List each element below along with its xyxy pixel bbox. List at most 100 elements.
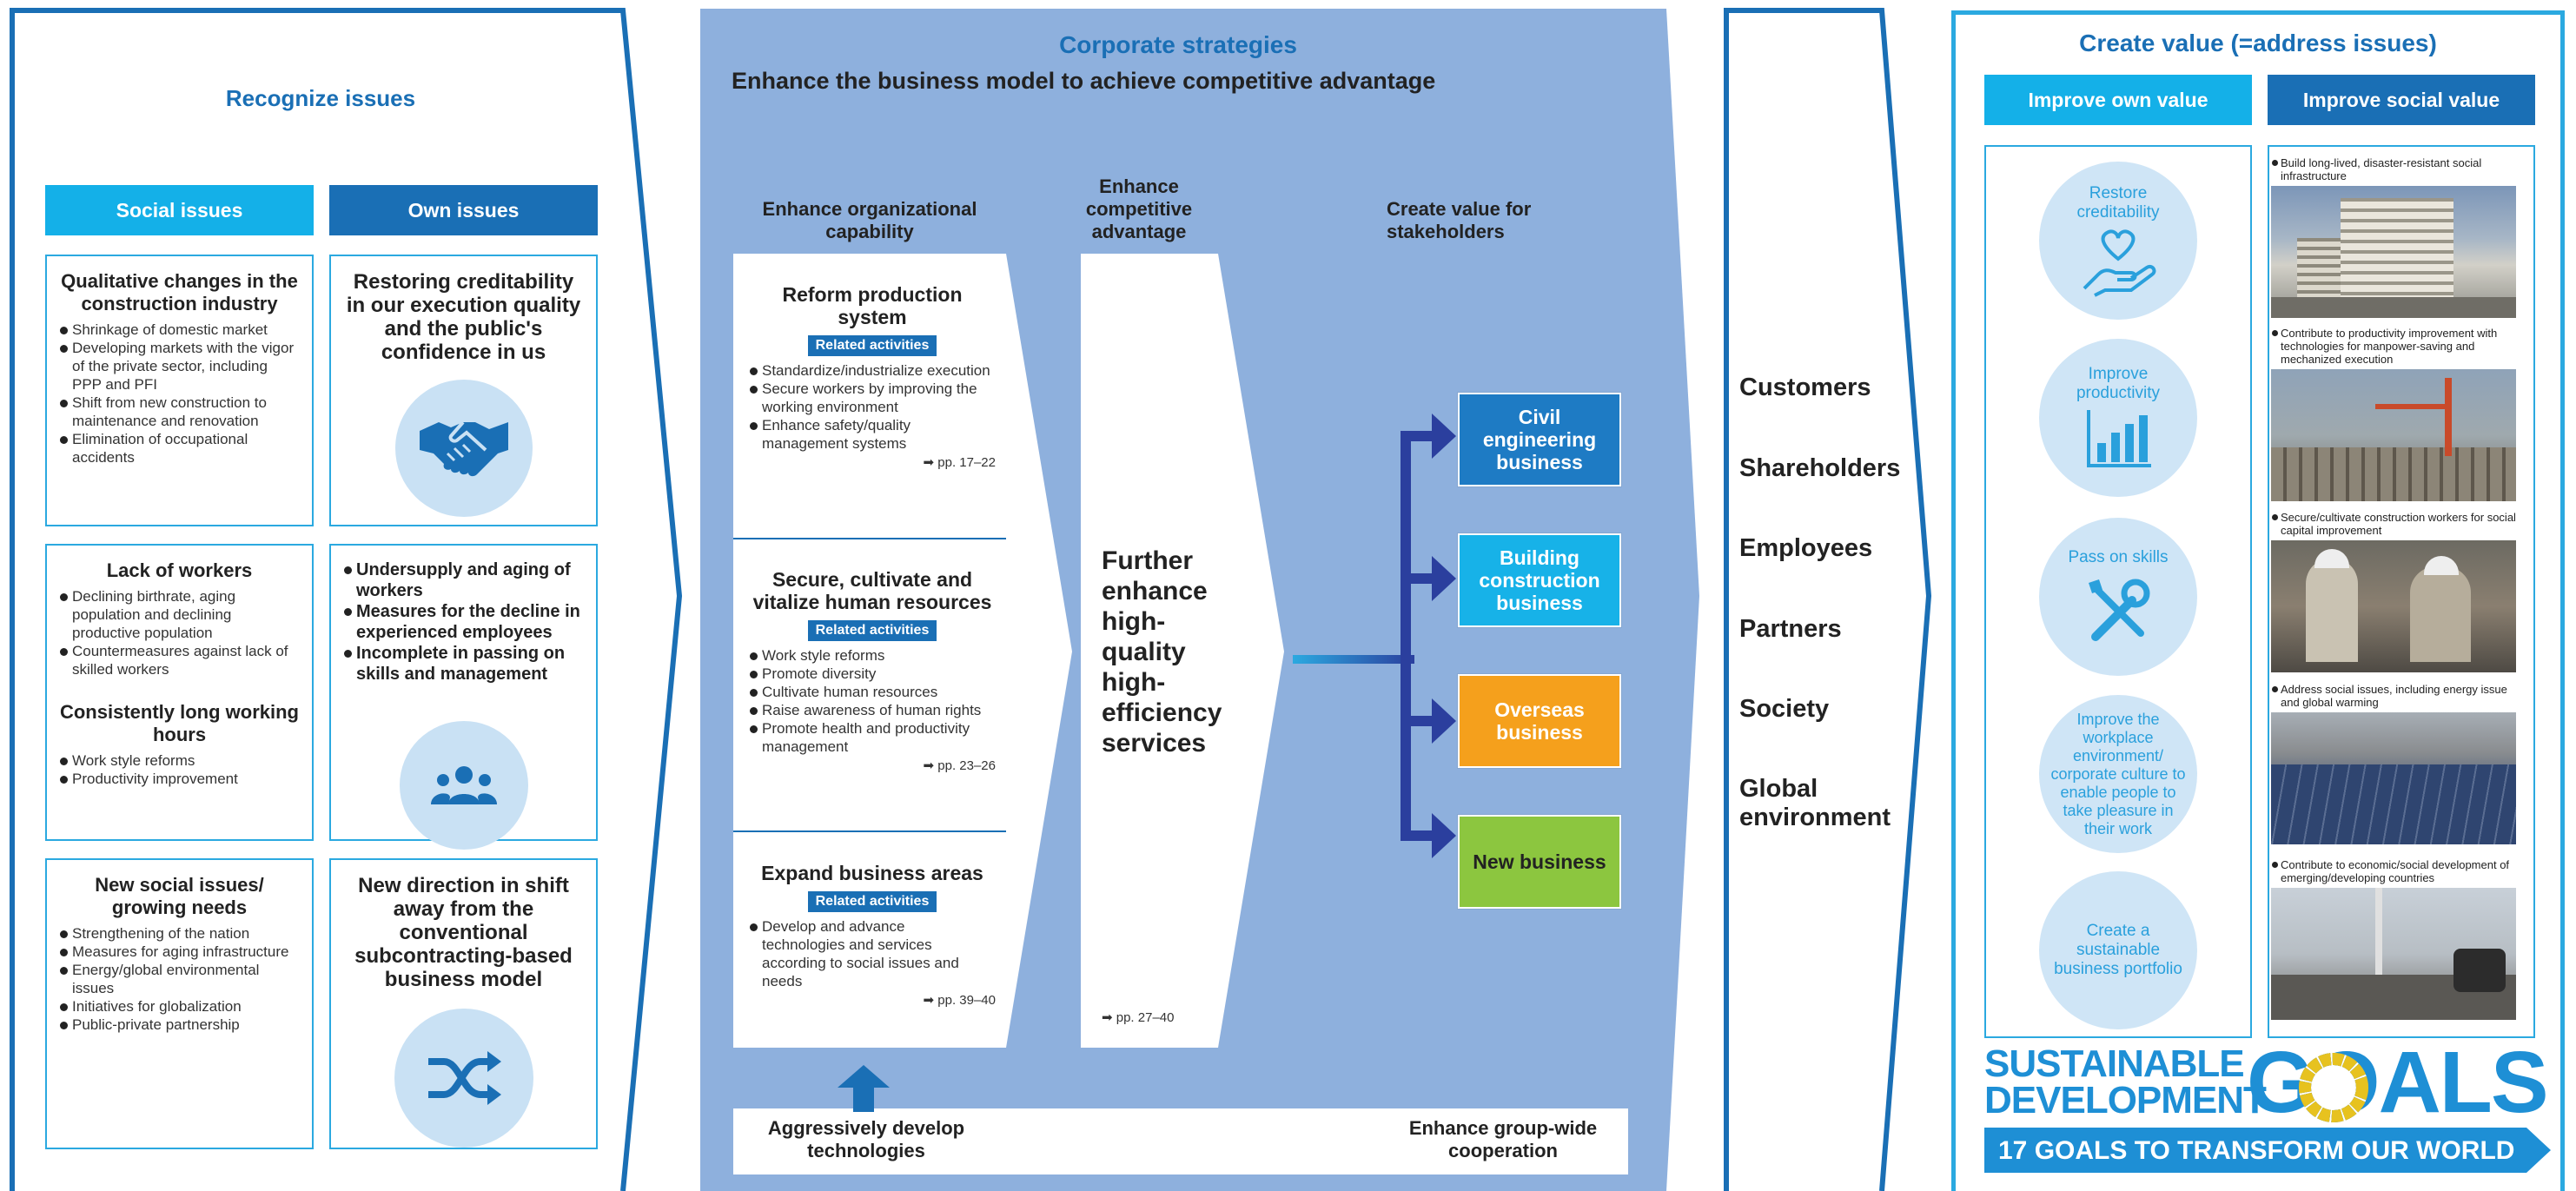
- org-block-1: Reform production system Related activit…: [749, 283, 996, 470]
- competitive-shape: [1081, 254, 1284, 1048]
- tools-icon: [2089, 579, 2150, 641]
- bottom-left-text: Aggressively develop technologies: [767, 1117, 965, 1161]
- sdg-goals-text: GOALS: [2247, 1034, 2549, 1131]
- strategies-arrow-tip: [1654, 9, 1699, 1191]
- own-value-column: [1984, 145, 2252, 1038]
- building-photo: [2271, 186, 2516, 318]
- col-value-header: Create value for stakeholders: [1387, 198, 1532, 242]
- own-issue-title-3: New direction in shift away from the con…: [354, 874, 573, 991]
- business-label: New business: [1473, 850, 1606, 873]
- social-issue-title-3: New social issues/ growing needs: [95, 874, 264, 918]
- social-value-item: Contribute to productivity improvement w…: [2271, 327, 2516, 501]
- org-block-3: Expand business areas Related activities…: [749, 862, 996, 1008]
- own-value-label: Improve productivity: [2076, 365, 2161, 402]
- list-item: Develop and advance technologies and ser…: [749, 917, 970, 990]
- social-value-caption: Contribute to economic/social developmen…: [2271, 858, 2516, 884]
- own-value-circle: Restore creditability: [2039, 162, 2197, 320]
- social-issue-subtitle-2: Consistently long working hours: [59, 701, 299, 745]
- list-item: Raise awareness of human rights: [749, 701, 996, 719]
- list-item: Countermeasures against lack of skilled …: [59, 642, 300, 678]
- list-item: Standardize/industrialize execution: [749, 361, 996, 380]
- related-activities-tag: Related activities: [807, 335, 937, 356]
- own-value-label: Pass on skills: [2068, 548, 2169, 566]
- strategies-subtitle: Enhance the business model to achieve co…: [732, 68, 1436, 94]
- list-item: Elimination of occupational accidents: [59, 430, 300, 466]
- social-value-item: Build long-lived, disaster-resistant soc…: [2271, 156, 2516, 318]
- own-issue-box-2: Undersupply and aging of workers Measure…: [329, 544, 598, 850]
- sdg-wheel-icon: [2299, 1053, 2368, 1122]
- business-tree-connector: [1293, 414, 1456, 858]
- business-overseas: Overseas business: [1458, 674, 1621, 768]
- social-value-caption: Secure/cultivate construction workers fo…: [2271, 511, 2516, 537]
- business-civil-engineering: Civil engineering business: [1458, 393, 1621, 486]
- create-value-title: Create value (=address issues): [2079, 30, 2437, 56]
- social-issue-box-1: Qualitative changes in the construction …: [45, 255, 314, 526]
- social-value-column: [2268, 145, 2535, 1038]
- own-issue-box-1: Restoring creditability in our execution…: [329, 255, 598, 526]
- arrow-right-icon: ➡: [1102, 1010, 1113, 1025]
- create-value-frame: [1951, 10, 2565, 1191]
- social-value-item: Contribute to economic/social developmen…: [2271, 858, 2516, 1020]
- handshake-icon: [394, 380, 533, 517]
- list-item: Undersupply and aging of workers: [343, 559, 584, 601]
- stakeholder-partners: Partners: [1739, 615, 1842, 643]
- sdg-banner-text: 17 GOALS TO TRANSFORM OUR WORLD: [1998, 1136, 2515, 1165]
- stakeholder-global-environment: Global environment: [1739, 775, 1891, 831]
- workers-photo: [2271, 540, 2516, 672]
- social-issues-header: Social issues: [45, 185, 314, 235]
- page-ref: pp. 23–26: [937, 758, 996, 773]
- list-item: Secure workers by improving the working …: [749, 380, 996, 416]
- business-label: Building construction business: [1479, 546, 1600, 614]
- col-competitive-header: Enhance competitive advantage: [1085, 175, 1193, 242]
- stakeholder-employees: Employees: [1739, 534, 1873, 562]
- arrow-right-icon: ➡: [923, 758, 935, 773]
- social-issue-title-1: Qualitative changes in the construction …: [61, 270, 298, 314]
- up-arrow-icon: [838, 1065, 890, 1112]
- related-activities-tag: Related activities: [807, 620, 937, 641]
- business-label: Civil engineering business: [1482, 406, 1597, 473]
- list-item: Enhance safety/quality management system…: [749, 416, 996, 453]
- list-item: Work style reforms: [59, 751, 300, 770]
- people-icon: [399, 721, 528, 850]
- org-capability-shape: [733, 254, 1072, 1048]
- org-block-title: Expand business areas: [761, 862, 983, 884]
- list-item: Declining birthrate, aging population an…: [59, 587, 300, 642]
- list-item: Productivity improvement: [59, 770, 300, 788]
- social-issue-box-3: New social issues/ growing needs Strengt…: [45, 858, 314, 1149]
- competitive-page-ref: ➡ pp. 27–40: [1102, 1009, 1174, 1025]
- list-item: Promote health and productivity manageme…: [749, 719, 996, 756]
- page-ref: pp. 17–22: [937, 455, 996, 470]
- list-item: Developing markets with the vigor of the…: [59, 339, 300, 394]
- construction-site-photo: [2271, 369, 2516, 501]
- own-value-circle: Pass on skills: [2039, 518, 2197, 676]
- page-ref: pp. 27–40: [1116, 1010, 1175, 1025]
- bottom-foundation-bar: [733, 1108, 1628, 1174]
- page-ref: pp. 39–40: [937, 993, 996, 1008]
- social-value-item: Secure/cultivate construction workers fo…: [2271, 511, 2516, 672]
- business-new: New business: [1458, 815, 1621, 909]
- shuffle-icon: [394, 1009, 533, 1148]
- sdg-banner: [1984, 1128, 2551, 1173]
- list-item: Strengthening of the nation: [59, 924, 300, 943]
- solar-panel-photo: [2271, 712, 2516, 844]
- own-value-circle: Improve productivity: [2039, 339, 2197, 497]
- list-item: Shift from new construction to maintenan…: [59, 394, 300, 430]
- business-building-construction: Building construction business: [1458, 533, 1621, 627]
- stakeholders-frame: [1724, 8, 1932, 1191]
- list-item: Measures for the decline in experienced …: [343, 601, 584, 643]
- recognize-frame: [10, 8, 683, 1191]
- sdg-text-line1: SUSTAINABLE: [1984, 1042, 2245, 1085]
- own-value-label: Restore creditability: [2076, 184, 2160, 222]
- col-org-header: Enhance organizational capability: [762, 198, 977, 242]
- org-block-title: Reform production system: [782, 283, 963, 328]
- social-value-item: Address social issues, including energy …: [2271, 683, 2516, 844]
- stakeholder-shareholders: Shareholders: [1739, 454, 1901, 482]
- list-item: Energy/global environmental issues: [59, 961, 300, 997]
- stakeholder-customers: Customers: [1739, 374, 1871, 401]
- social-issue-title-2: Lack of workers: [106, 559, 253, 581]
- org-block-title: Secure, cultivate and vitalize human res…: [752, 568, 992, 613]
- list-item: Promote diversity: [749, 665, 996, 683]
- own-value-header: Improve own value: [1984, 75, 2252, 125]
- social-issue-box-2: Lack of workers Declining birthrate, agi…: [45, 544, 314, 841]
- list-item: Shrinkage of domestic market: [59, 321, 300, 339]
